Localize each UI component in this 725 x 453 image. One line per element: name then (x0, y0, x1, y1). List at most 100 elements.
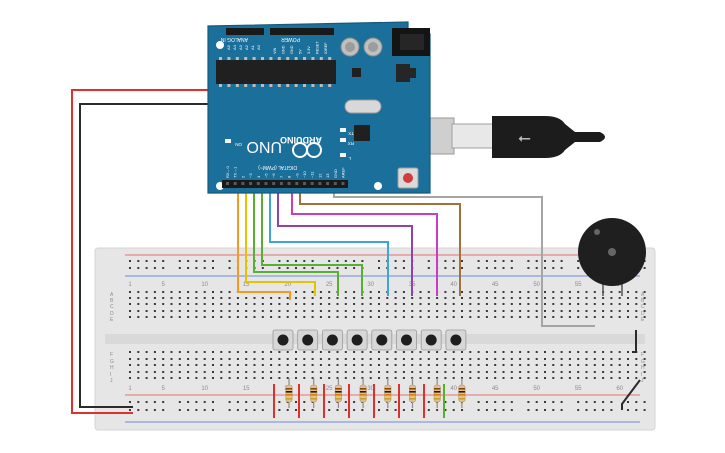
crystal-oscillator (344, 99, 382, 114)
breadboard-hole (477, 377, 480, 379)
breadboard-hole (386, 351, 389, 353)
breadboard-hole (311, 358, 314, 360)
column-number: 40 (450, 386, 457, 392)
pushbutton-cap[interactable] (401, 334, 412, 346)
breadboard-hole (270, 316, 273, 318)
pushbutton-cap[interactable] (450, 334, 462, 346)
breadboard-hole (220, 351, 223, 353)
breadboard-hole (295, 351, 297, 353)
breadboard-hole (469, 364, 472, 366)
pushbutton[interactable] (371, 329, 393, 351)
breadboard-hole (203, 351, 206, 353)
resistor (408, 378, 416, 408)
rail-hole (178, 260, 181, 262)
breadboard-hole (203, 291, 206, 293)
power-pin-label: IOREF (324, 42, 328, 54)
rail-hole (245, 409, 248, 411)
breadboard-hole (510, 310, 513, 312)
breadboard-hole (353, 316, 356, 318)
digital-pin-label: 2 (240, 175, 245, 178)
reset-button-cap[interactable] (403, 173, 413, 183)
breadboard-hole (461, 364, 463, 366)
breadboard-hole (137, 364, 140, 366)
breadboard-hole (577, 351, 580, 353)
pushbutton[interactable] (297, 329, 319, 351)
resistor-band (335, 388, 342, 390)
breadboard-hole (220, 316, 223, 318)
breadboard-hole (253, 358, 256, 360)
breadboard-hole (386, 297, 389, 299)
breadboard-hole (627, 291, 629, 293)
breadboard-hole (411, 364, 414, 366)
power-pin-label: GND (282, 45, 286, 54)
breadboard-hole (535, 351, 538, 353)
rail-hole (544, 409, 546, 411)
rail-hole (494, 401, 497, 403)
header-pin (287, 182, 291, 185)
breadboard-hole (427, 316, 430, 318)
pushbutton-cap[interactable] (351, 334, 363, 346)
row-letter: F (641, 352, 644, 358)
breadboard-hole (336, 303, 339, 305)
pushbutton-cap[interactable] (302, 334, 314, 346)
power-pin-label: 5V (299, 49, 303, 54)
breadboard-hole (593, 358, 596, 360)
pushbutton[interactable] (321, 329, 343, 351)
breadboard-hole (270, 297, 273, 299)
breadboard-hole (643, 371, 646, 373)
breadboard-hole (153, 297, 156, 299)
breadboard-hole (253, 310, 256, 312)
breadboard-hole (270, 310, 273, 312)
pushbutton-cap[interactable] (326, 334, 338, 346)
rail-hole (394, 401, 397, 403)
breadboard-hole (610, 303, 613, 305)
rail-hole (477, 267, 480, 269)
breadboard-hole (145, 297, 148, 299)
pushbutton[interactable] (396, 329, 417, 351)
pushbutton-cap[interactable] (277, 334, 289, 346)
pushbutton[interactable] (445, 329, 467, 351)
breadboard-hole (386, 371, 389, 373)
pushbutton[interactable] (420, 329, 442, 351)
pushbutton-cap[interactable] (376, 334, 388, 346)
breadboard-hole (187, 297, 190, 299)
breadboard-hole (178, 291, 181, 293)
on-label: ON (235, 142, 242, 147)
breadboard-hole (627, 371, 629, 373)
breadboard-hole (344, 371, 347, 373)
pushbutton-cap[interactable] (425, 334, 437, 346)
wire-red-5v (71, 89, 268, 414)
rail-hole (286, 260, 289, 262)
rail-hole (344, 409, 347, 411)
chip-pin (328, 57, 332, 60)
breadboard-hole (353, 364, 356, 366)
breadboard-hole (153, 358, 156, 360)
breadboard-hole (245, 297, 248, 299)
breadboard-hole (361, 310, 364, 312)
breadboard-hole (635, 358, 638, 360)
pushbutton[interactable] (272, 329, 294, 351)
row-letter: D (641, 311, 645, 317)
breadboard-hole (519, 358, 522, 360)
breadboard-hole (145, 364, 148, 366)
rail-hole (461, 260, 463, 262)
breadboard-hole (593, 316, 596, 318)
breadboard-hole (469, 310, 472, 312)
rail-hole (444, 267, 447, 269)
breadboard-hole (170, 351, 173, 353)
breadboard-hole (129, 291, 131, 293)
pushbutton[interactable] (346, 329, 368, 351)
breadboard-hole (195, 358, 198, 360)
breadboard-hole (295, 303, 297, 305)
resistor-supply-wires (273, 384, 425, 418)
analog-pin-label: A5 (226, 44, 231, 50)
breadboard-hole (187, 371, 190, 373)
breadboard-hole (602, 358, 605, 360)
chip-pin (277, 57, 281, 60)
breadboard-hole (311, 377, 314, 379)
breadboard-hole (311, 291, 314, 293)
breadboard-hole (162, 351, 165, 353)
breadboard-hole (593, 310, 596, 312)
resistor-band (434, 394, 441, 396)
rail-hole (295, 260, 297, 262)
